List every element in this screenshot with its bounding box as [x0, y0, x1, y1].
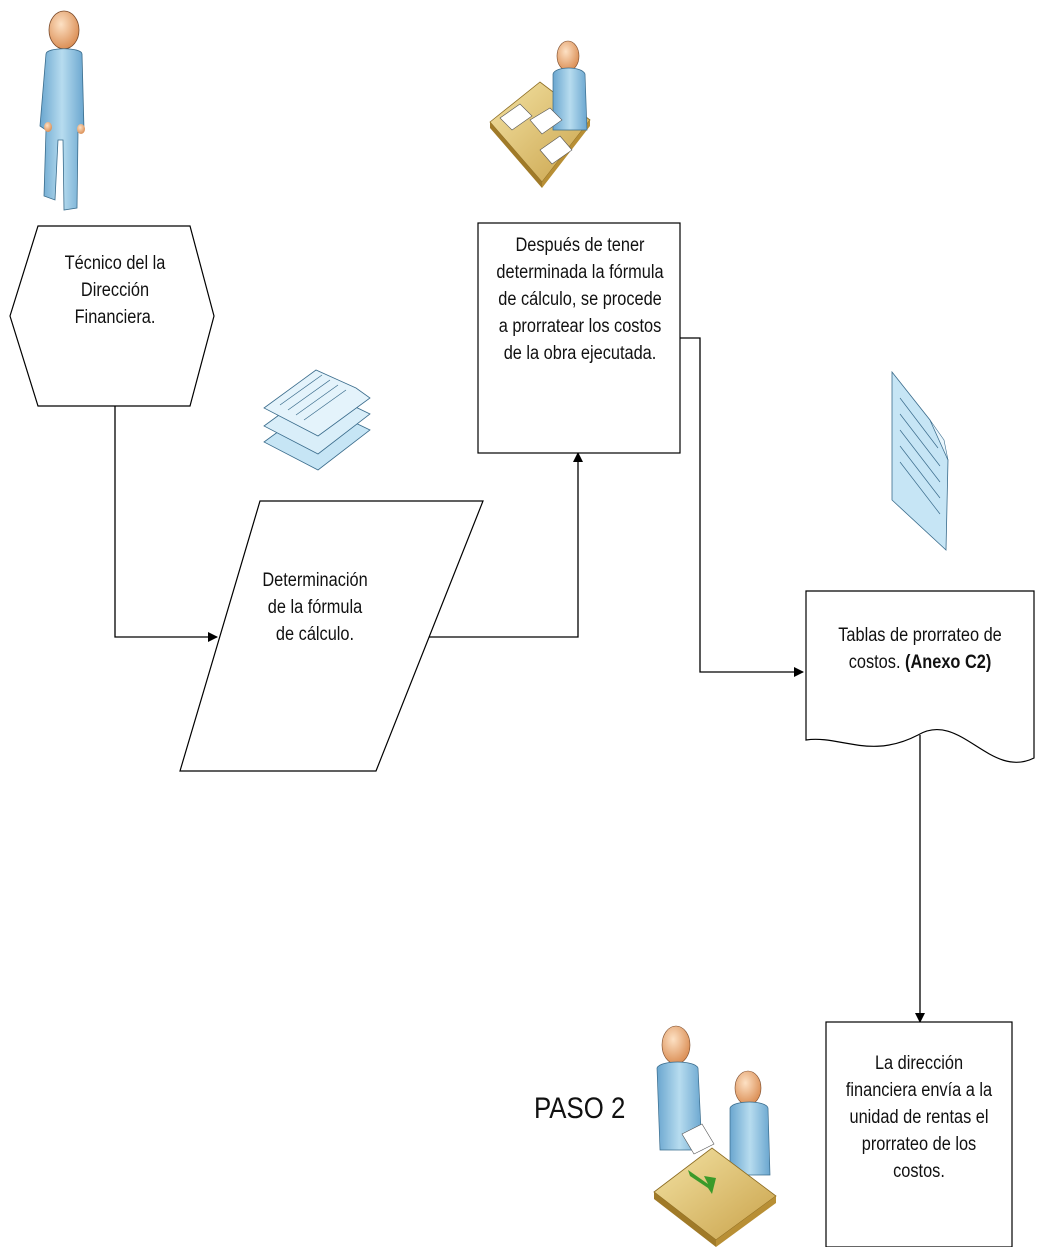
connector-determinacion-prorratear — [419, 452, 583, 638]
node-tablas: Tablas de prorrateo de costos. (Anexo C2… — [824, 622, 1017, 676]
single-document-icon — [891, 370, 949, 551]
connectors — [114, 337, 925, 1023]
document-stack-icon — [263, 369, 371, 471]
process-box-final — [825, 1021, 1013, 1247]
step-label: PASO 2 — [534, 1092, 626, 1125]
node-determinacion: Determinación de la fórmula de cálculo. — [262, 570, 368, 645]
parallelogram-shape — [179, 500, 484, 772]
node-tecnico: Técnico del la Dirección Financiera. — [64, 253, 166, 328]
two-people-meeting-icon — [653, 1025, 777, 1247]
node-tablas-text: Tablas de prorrateo de costos. — [838, 625, 1002, 673]
person-at-desk-icon — [489, 40, 591, 188]
connector-prorratear-tablas — [680, 337, 804, 677]
node-prorratear: Después de tener determinada la fórmula … — [496, 235, 664, 364]
process-box — [477, 222, 681, 454]
node-envia: La dirección financiera envía a la unida… — [845, 1053, 993, 1182]
person-standing-icon — [39, 10, 85, 211]
document-shape — [805, 590, 1035, 763]
connector-tecnico-determinacion — [114, 406, 218, 642]
hexagon-shape — [9, 225, 215, 407]
node-tablas-annex: (Anexo C2) — [905, 652, 992, 673]
